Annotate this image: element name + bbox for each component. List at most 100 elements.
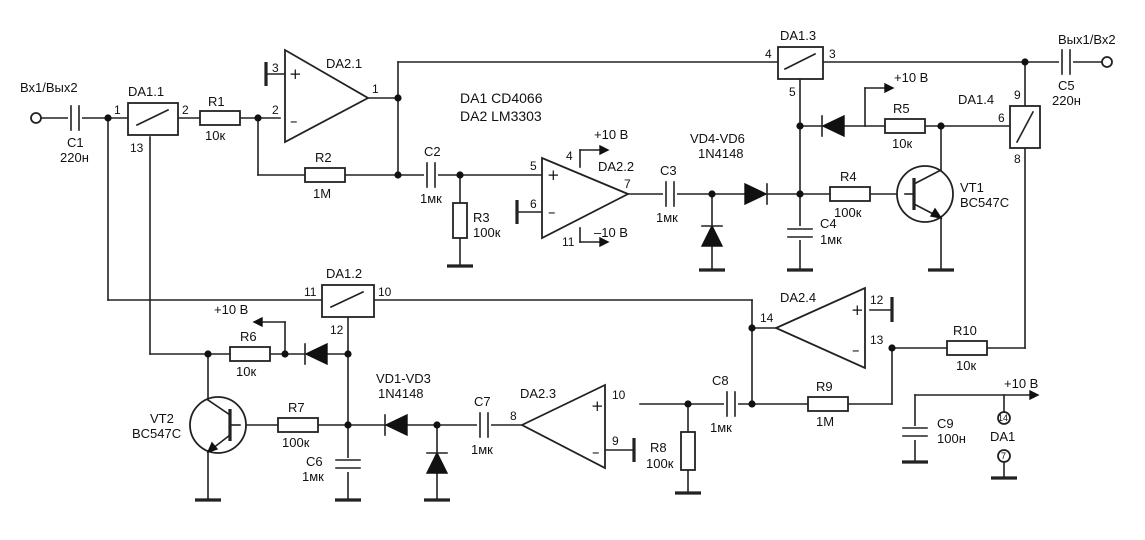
capacitor-c2: C2 1мк <box>420 144 442 206</box>
svg-text:5: 5 <box>789 85 796 99</box>
wires <box>39 61 1103 501</box>
arrow-icon <box>599 236 610 248</box>
svg-text:1мк: 1мк <box>710 420 732 435</box>
arrow-icon <box>884 82 895 94</box>
diode-label: VD1-VD3 <box>376 371 431 386</box>
svg-text:11: 11 <box>304 285 317 299</box>
svg-text:+: + <box>547 166 560 184</box>
svg-text:C5: C5 <box>1058 78 1075 93</box>
opamp-da21: + – DA2.1 3 2 1 <box>272 48 379 144</box>
ic-note: DA2 LM3303 <box>460 108 542 124</box>
svg-text:DA1: DA1 <box>990 429 1015 444</box>
svg-text:R8: R8 <box>650 440 667 455</box>
opamp-da24: + – DA2.4 12 13 14 <box>760 286 884 370</box>
svg-text:C4: C4 <box>820 216 837 231</box>
svg-text:DA2.2: DA2.2 <box>598 159 634 174</box>
capacitor-c1: C1 220н <box>60 104 89 165</box>
svg-text:1мк: 1мк <box>420 191 442 206</box>
capacitor-c4: C4 1мк <box>787 216 842 247</box>
switch-da14: DA1.4 9 8 6 <box>958 88 1041 166</box>
svg-text:R4: R4 <box>840 169 857 184</box>
svg-text:1М: 1М <box>816 414 834 429</box>
svg-text:8: 8 <box>1014 152 1021 166</box>
svg-text:12: 12 <box>330 323 344 337</box>
svg-text:100к: 100к <box>282 435 310 450</box>
svg-text:4: 4 <box>566 149 573 163</box>
svg-text:7: 7 <box>1001 451 1006 461</box>
switch-da11: DA1.1 1 2 13 <box>114 84 189 155</box>
svg-text:R9: R9 <box>816 379 833 394</box>
resistor-r10: R10 10к <box>946 323 988 373</box>
supply-label: +10 В <box>594 127 628 142</box>
svg-text:VT1: VT1 <box>960 180 984 195</box>
svg-text:7: 7 <box>624 177 631 191</box>
supply-label: –10 В <box>594 225 628 240</box>
svg-text:4: 4 <box>765 47 772 61</box>
switch-da12: DA1.2 11 10 12 <box>304 266 392 337</box>
resistor-r8: R8 100к <box>646 431 696 471</box>
svg-text:DA1.2: DA1.2 <box>326 266 362 281</box>
input-terminal: Вх1/Вых2 <box>20 80 78 124</box>
svg-text:–: – <box>592 443 600 461</box>
transistor-vt1: VT1 BC547C <box>896 165 1009 223</box>
svg-text:R7: R7 <box>288 400 305 415</box>
svg-text:R2: R2 <box>315 150 332 165</box>
svg-text:100к: 100к <box>473 225 501 240</box>
svg-text:VT2: VT2 <box>150 411 174 426</box>
svg-text:10к: 10к <box>956 358 976 373</box>
svg-text:6: 6 <box>998 111 1005 125</box>
svg-text:+: + <box>851 301 864 319</box>
svg-text:2: 2 <box>182 103 189 117</box>
diode-vd-shunt-bottom <box>425 451 449 474</box>
svg-text:100к: 100к <box>834 205 862 220</box>
svg-text:BC547C: BC547C <box>960 195 1009 210</box>
svg-text:DA2.1: DA2.1 <box>326 56 362 71</box>
capacitor-c8: C8 1мк <box>710 373 738 435</box>
terminal-label: Вых1/Вх2 <box>1058 32 1116 47</box>
svg-text:220н: 220н <box>1052 93 1081 108</box>
diode-vd-series-bottom <box>384 413 408 437</box>
svg-text:DA1.3: DA1.3 <box>780 28 816 43</box>
svg-text:9: 9 <box>1014 88 1021 102</box>
supply-label: +10 В <box>1004 376 1038 391</box>
svg-text:1мк: 1мк <box>656 210 678 225</box>
ic-note: DA1 CD4066 <box>460 90 543 106</box>
svg-text:1мк: 1мк <box>820 232 842 247</box>
svg-text:13: 13 <box>870 333 884 347</box>
resistor-r7: R7 100к <box>277 400 319 450</box>
svg-text:DA2.4: DA2.4 <box>780 290 816 305</box>
svg-text:10: 10 <box>612 388 626 402</box>
svg-text:5: 5 <box>530 159 537 173</box>
svg-text:R5: R5 <box>893 101 910 116</box>
svg-text:DA2.3: DA2.3 <box>520 386 556 401</box>
resistor-r5: R5 10к <box>884 101 926 151</box>
resistor-r4: R4 100к <box>829 169 871 220</box>
svg-text:1мк: 1мк <box>471 442 493 457</box>
capacitor-c5: C5 220н <box>1052 49 1081 108</box>
svg-text:3: 3 <box>272 61 279 75</box>
resistor-r2: R2 1М <box>304 150 346 201</box>
svg-text:BC547C: BC547C <box>132 426 181 441</box>
svg-text:–: – <box>852 341 860 359</box>
svg-text:14: 14 <box>998 413 1008 423</box>
svg-text:+: + <box>289 65 302 83</box>
svg-text:R10: R10 <box>953 323 977 338</box>
grounds <box>195 62 1017 502</box>
resistor-r6: R6 10к <box>229 329 271 379</box>
svg-text:C7: C7 <box>474 394 491 409</box>
svg-text:6: 6 <box>530 197 537 211</box>
resistor-r3: R3 100к <box>452 202 501 240</box>
arrow-icon <box>1029 389 1040 401</box>
svg-text:8: 8 <box>510 409 517 423</box>
svg-text:10к: 10к <box>236 364 256 379</box>
svg-text:1М: 1М <box>313 186 331 201</box>
diode-vd-ctl-bottom <box>304 342 328 366</box>
svg-text:10к: 10к <box>205 128 225 143</box>
svg-text:DA1.4: DA1.4 <box>958 92 994 107</box>
junctions <box>104 58 1029 429</box>
diode-vd-shunt-top <box>700 224 724 247</box>
capacitor-c7: C7 1мк <box>471 394 493 457</box>
resistor-r1: R1 10к <box>199 94 241 143</box>
transistor-vt2: VT2 BC547C <box>132 396 247 454</box>
